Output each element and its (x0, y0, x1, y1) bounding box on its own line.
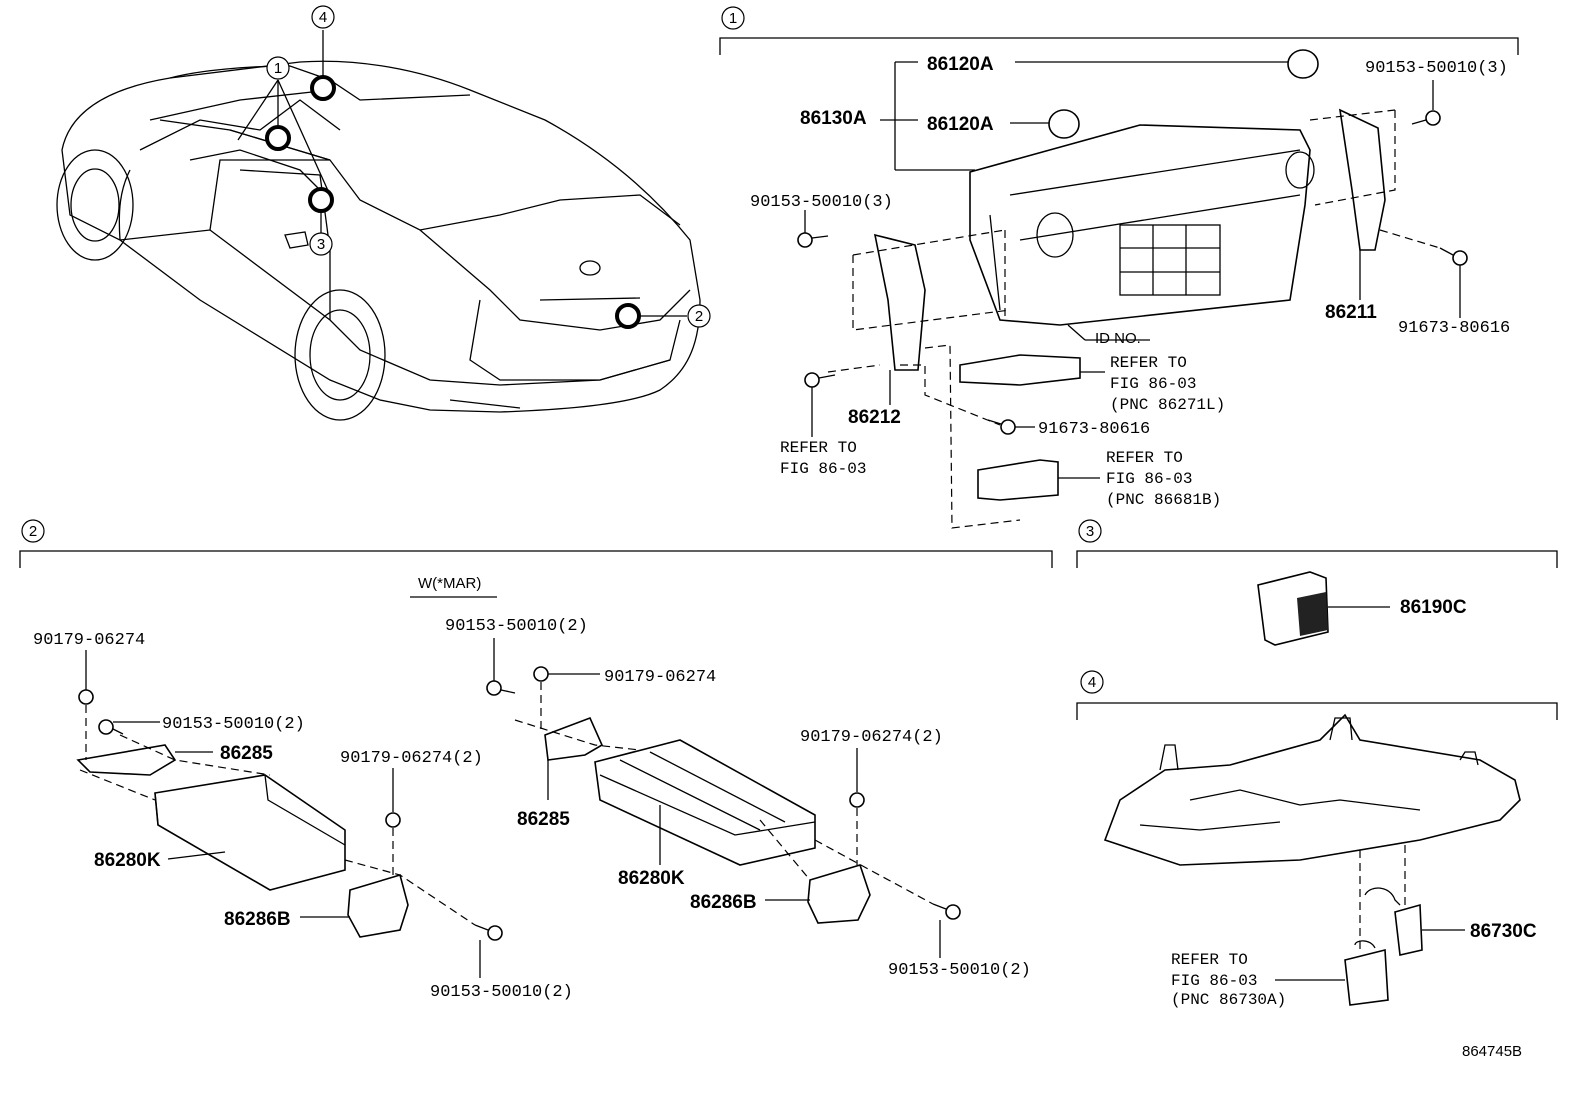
bracket-86211 (1338, 108, 1386, 251)
refer-to-4-line1: REFER TO (1171, 951, 1248, 969)
label-90153-tr: 90153-50010(3) (1365, 59, 1508, 78)
label-r-86285: 86285 (517, 809, 570, 830)
car-callout-2: 2 (695, 308, 703, 325)
label-r-86280K: 86280K (618, 868, 685, 889)
label-86212: 86212 (848, 407, 901, 428)
section-3: 3 86190C (1076, 519, 1558, 646)
section-badge-3: 3 (1086, 523, 1094, 540)
refer-to-1-line3: (PNC 86271L) (1110, 396, 1225, 414)
label-l-90179: 90179-06274 (33, 631, 145, 650)
label-l-90153-b: 90153-50010(2) (430, 983, 573, 1002)
module-86730C (1394, 903, 1423, 956)
label-91673-c: 91673-80616 (1038, 420, 1150, 439)
nut-90179-left (78, 689, 94, 705)
car-callout-1: 1 (274, 60, 282, 77)
label-r-90153: 90153-50010(2) (445, 617, 588, 636)
section-2: 2 W(*MAR) 90179-06274 90153-50010(2) 862… (19, 519, 1053, 1002)
label-r-90153-b: 90153-50010(2) (888, 961, 1031, 980)
refer-to-4-line2: FIG 86-03 (1171, 972, 1257, 990)
refer-to-3-line2: FIG 86-03 (1106, 470, 1192, 488)
radio-head-unit-86130A (969, 124, 1315, 326)
screw-91673-c (987, 419, 1016, 435)
bracket-86286B-left (347, 873, 409, 938)
screw-86212-bottom (804, 372, 836, 388)
refer-to-2-line2: FIG 86-03 (780, 460, 866, 478)
car-callout-4: 4 (319, 9, 327, 26)
label-id-no: ID NO. (1095, 330, 1141, 347)
screw-90153-left (797, 232, 829, 248)
label-90153-left: 90153-50010(3) (750, 193, 893, 212)
car-callout-3: 3 (317, 236, 325, 253)
figure-id: 864745B (1462, 1043, 1522, 1060)
knob-86120A-mid (1048, 109, 1080, 139)
label-l-86286B: 86286B (224, 909, 291, 930)
label-86190C: 86190C (1400, 597, 1467, 618)
label-l-86280K: 86280K (94, 850, 161, 871)
overhead-console (1103, 713, 1521, 866)
screw-90153-left-top (98, 719, 124, 735)
refer-to-4-line3: (PNC 86730A) (1171, 991, 1286, 1009)
screw-90153-right-top (486, 680, 516, 696)
label-91673-r: 91673-80616 (1398, 319, 1510, 338)
label-r-86286B: 86286B (690, 892, 757, 913)
section-4: 4 86730C REFER TO FIG 86-03 (PNC 86730A) (1076, 670, 1558, 1009)
nut-90179-2-left (385, 812, 401, 828)
bracket-86285-left (76, 744, 177, 776)
refer-to-3-line1: REFER TO (1106, 449, 1183, 467)
module-86730A (1344, 948, 1389, 1006)
section-badge-4: 4 (1088, 674, 1096, 691)
amplifier-86280K-left (154, 774, 346, 891)
screw-90153-tr (1411, 110, 1441, 126)
variant-label: W(*MAR) (418, 575, 481, 592)
label-r-90179: 90179-06274 (604, 668, 716, 687)
nut-90179-2-right (849, 792, 865, 808)
screw-91673-r (1439, 247, 1468, 266)
label-86730C: 86730C (1470, 921, 1537, 942)
refer-to-3-line3: (PNC 86681B) (1106, 491, 1221, 509)
refer-to-1-line2: FIG 86-03 (1110, 375, 1196, 393)
label-r-90179-2: 90179-06274(2) (800, 728, 943, 747)
module-86271L (959, 354, 1081, 386)
bracket-86286B-right (807, 864, 871, 924)
section-badge-1: 1 (729, 10, 737, 27)
label-l-86285: 86285 (220, 743, 273, 764)
bracket-86285-right (544, 716, 604, 761)
label-86120A-mid: 86120A (927, 114, 994, 135)
label-86130A: 86130A (800, 108, 867, 129)
label-l-90153: 90153-50010(2) (162, 715, 305, 734)
label-86211: 86211 (1325, 302, 1377, 323)
section-1: 1 (719, 6, 1519, 529)
car-illustration: 4 1 3 2 (56, 5, 711, 421)
nut-90179-right (533, 666, 549, 682)
refer-to-1-line1: REFER TO (1110, 354, 1187, 372)
bracket-86212 (873, 233, 926, 371)
module-86681B (977, 459, 1059, 501)
label-l-90179-2: 90179-06274(2) (340, 749, 483, 768)
refer-to-2-line1: REFER TO (780, 439, 857, 457)
knob-86120A-top (1287, 49, 1319, 79)
label-86120A-top: 86120A (927, 54, 994, 75)
screw-90153-left-bottom (474, 924, 503, 941)
section-badge-2: 2 (29, 523, 37, 540)
screw-90153-right-bottom (932, 903, 961, 920)
